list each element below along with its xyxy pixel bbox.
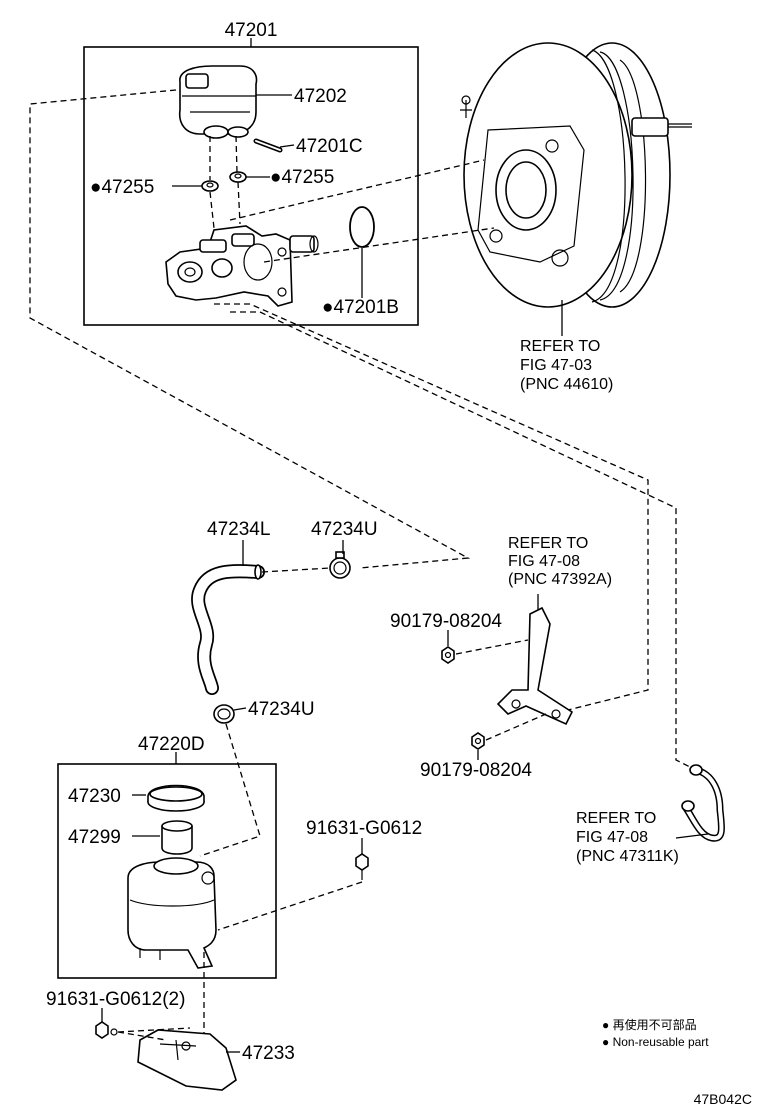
refer-tube-line2[interactable]: FIG 47-08 [576, 829, 648, 846]
refer-booster-line2[interactable]: FIG 47-03 [520, 357, 592, 374]
legend-line-en: ● Non-reusable part [602, 1035, 709, 1049]
refer-bracket-line1[interactable]: REFER TO [508, 535, 588, 552]
label-47220D[interactable]: 47220D [138, 734, 205, 755]
grommet-left-part[interactable] [201, 180, 219, 192]
reservoir-sub-assy-part[interactable] [178, 65, 258, 139]
mounting-bracket-part[interactable] [137, 1029, 237, 1091]
label-47234U-bottom[interactable]: 47234U [248, 699, 315, 720]
pin-part[interactable] [253, 138, 283, 153]
nut-top-part[interactable] [441, 646, 455, 664]
label-91631-double[interactable]: 91631-G0612(2) [46, 989, 185, 1010]
booster-bracket-part[interactable] [496, 606, 574, 726]
bolt-double-part[interactable] [95, 1021, 118, 1039]
label-90179-bottom[interactable]: 90179-08204 [420, 760, 532, 781]
refer-booster-line1[interactable]: REFER TO [520, 338, 600, 355]
bolt-single-part[interactable] [355, 853, 369, 880]
refer-tube-line1[interactable]: REFER TO [576, 810, 656, 827]
brake-booster-part[interactable] [460, 42, 692, 308]
label-47230[interactable]: 47230 [68, 786, 121, 807]
label-47201B[interactable]: ●47201B [322, 297, 399, 318]
oring-part[interactable] [349, 206, 375, 248]
tank-box-47220D [57, 763, 277, 979]
label-91631-single[interactable]: 91631-G0612 [306, 818, 422, 839]
label-47201[interactable]: 47201 [225, 20, 278, 41]
refer-bracket-line3[interactable]: (PNC 47392A) [508, 571, 612, 588]
label-90179-top[interactable]: 90179-08204 [390, 611, 502, 632]
legend-line-jp: ● 再使用不可部品 [602, 1017, 697, 1032]
label-47201C[interactable]: 47201C [296, 136, 363, 157]
refer-bracket-line2[interactable]: FIG 47-08 [508, 553, 580, 570]
cap-part[interactable] [147, 784, 205, 812]
label-47233[interactable]: 47233 [242, 1043, 295, 1064]
label-47202[interactable]: 47202 [294, 86, 347, 107]
label-47255-right[interactable]: ●47255 [270, 167, 334, 188]
label-47299[interactable]: 47299 [68, 827, 121, 848]
hose-part[interactable] [191, 564, 265, 695]
label-47234U-top[interactable]: 47234U [311, 519, 378, 540]
brake-tube-part[interactable] [681, 764, 726, 842]
label-47234L[interactable]: 47234L [207, 519, 270, 540]
clip-top-part[interactable] [329, 551, 351, 579]
label-47255-left[interactable]: ●47255 [90, 177, 154, 198]
reservoir-tank-part[interactable] [127, 857, 217, 969]
master-cylinder-part[interactable] [165, 225, 319, 307]
strainer-part[interactable] [161, 820, 193, 855]
grommet-right-part[interactable] [229, 171, 247, 183]
refer-tube-line3[interactable]: (PNC 47311K) [576, 848, 679, 865]
nut-bottom-part[interactable] [471, 732, 485, 750]
clip-bottom-part[interactable] [213, 704, 235, 724]
figure-code: 47B042C [694, 1091, 752, 1107]
refer-booster-line3[interactable]: (PNC 44610) [520, 376, 613, 393]
